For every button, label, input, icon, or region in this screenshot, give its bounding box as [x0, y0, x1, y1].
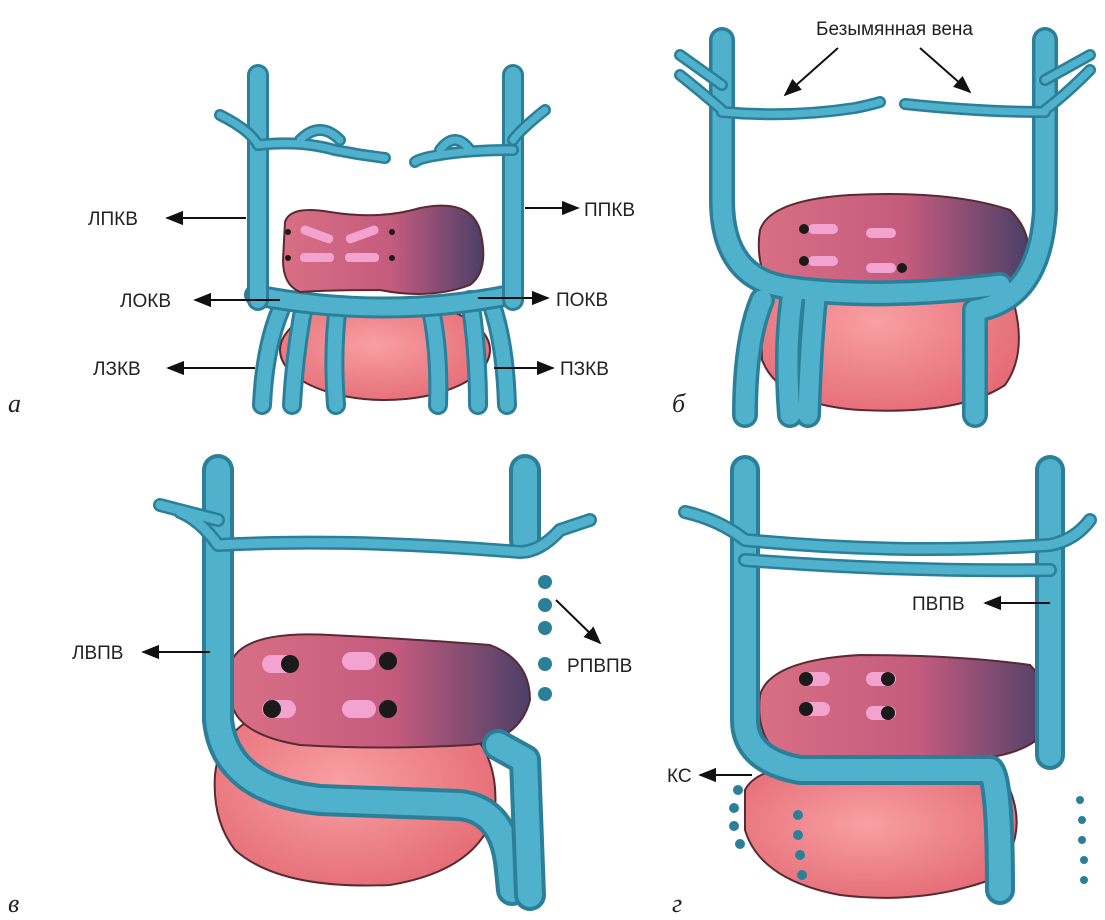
panel-b-letter: б — [672, 389, 686, 418]
panel-c: ЛВПВ РПВПВ в — [8, 470, 632, 918]
label-lvpv: ЛВПВ — [72, 643, 123, 664]
label-innominate-vein: Безымянная вена — [816, 19, 973, 40]
panel-a-letter: а — [8, 389, 21, 418]
panel-d: ПВПВ КС г — [667, 470, 1090, 918]
label-lokv: ЛОКВ — [120, 291, 171, 312]
label-lzkv: ЛЗКВ — [93, 359, 141, 380]
panel-c-letter: в — [8, 889, 19, 918]
label-ks: КС — [667, 766, 692, 787]
panel-a: ЛПКВ ППКВ ЛОКВ ПОКВ ЛЗКВ ПЗКВ а — [8, 75, 635, 418]
label-lpkv: ЛПКВ — [88, 209, 138, 230]
label-pzkv: ПЗКВ — [560, 359, 609, 380]
panel-b: Безымянная вена б — [672, 19, 1090, 418]
label-ppkv: ППКВ — [584, 200, 635, 221]
label-pvpv: ПВПВ — [912, 594, 965, 615]
panel-a-heart — [283, 206, 483, 294]
panel-c-dotted-vein — [538, 575, 552, 701]
panel-d-letter: г — [672, 889, 682, 918]
label-rpvpv: РПВПВ — [567, 656, 632, 677]
label-pokv: ПОКВ — [556, 290, 608, 311]
